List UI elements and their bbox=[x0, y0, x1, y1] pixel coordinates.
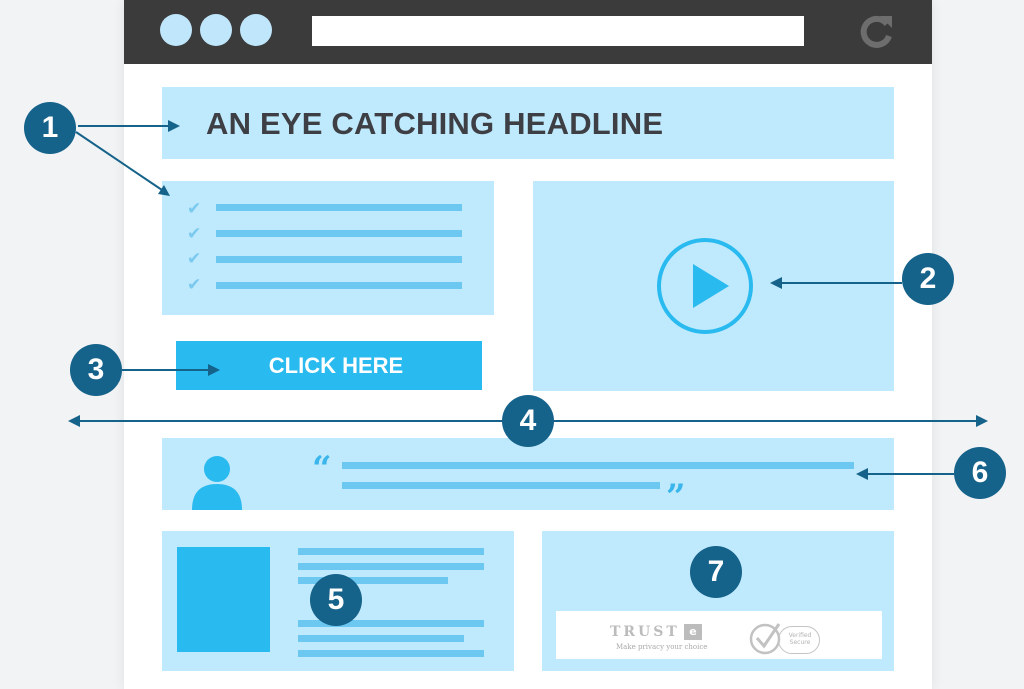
bullet-list-panel bbox=[162, 181, 494, 315]
bullet-line bbox=[216, 282, 462, 289]
reload-icon bbox=[860, 15, 892, 48]
quote-line bbox=[342, 462, 854, 469]
window-dot bbox=[160, 14, 192, 46]
window-dot bbox=[240, 14, 272, 46]
callout-badge-7: 7 bbox=[690, 546, 742, 598]
text-line bbox=[298, 650, 484, 657]
headline-text: AN EYE CATCHING HEADLINE bbox=[206, 106, 664, 141]
callout-badge-2: 2 bbox=[902, 253, 954, 305]
checkmark-icon: ✔ bbox=[187, 275, 202, 295]
checkmark-icon: ✔ bbox=[187, 224, 202, 244]
checkmark-icon: ✔ bbox=[187, 249, 202, 269]
text-line bbox=[298, 548, 484, 555]
text-line bbox=[298, 563, 484, 570]
play-icon[interactable] bbox=[655, 236, 755, 336]
open-quote-icon: “ bbox=[312, 449, 332, 489]
callout-badge-1: 1 bbox=[24, 102, 76, 154]
checkmark-icon: ✔ bbox=[187, 199, 202, 219]
callout-badge-6: 6 bbox=[954, 447, 1006, 499]
close-quote-icon: ” bbox=[666, 477, 686, 517]
bullet-line bbox=[216, 230, 462, 237]
text-line bbox=[298, 620, 484, 627]
testimonial-panel bbox=[162, 438, 894, 510]
text-line bbox=[298, 577, 448, 584]
image-placeholder bbox=[177, 547, 270, 652]
callout-badge-4: 4 bbox=[502, 395, 554, 447]
bullet-line bbox=[216, 256, 462, 263]
trust-tagline: Make privacy your choice bbox=[616, 643, 708, 651]
trust-logo-word: TRUST bbox=[610, 624, 680, 640]
verified-seal bbox=[778, 626, 820, 654]
verified-label: Verified Secure bbox=[788, 632, 812, 646]
callout-badge-3: 3 bbox=[70, 344, 122, 396]
quote-line bbox=[342, 482, 660, 489]
person-icon bbox=[192, 456, 242, 510]
text-line bbox=[298, 635, 464, 642]
trust-seal-strip bbox=[556, 611, 882, 659]
bullet-line bbox=[216, 204, 462, 211]
trust-logo-mark: e bbox=[684, 624, 702, 640]
headline-panel bbox=[162, 87, 894, 159]
window-dot bbox=[200, 14, 232, 46]
address-bar bbox=[312, 16, 804, 46]
callout-badge-5: 5 bbox=[310, 574, 362, 626]
click-here-button[interactable]: CLICK HERE bbox=[176, 341, 482, 390]
